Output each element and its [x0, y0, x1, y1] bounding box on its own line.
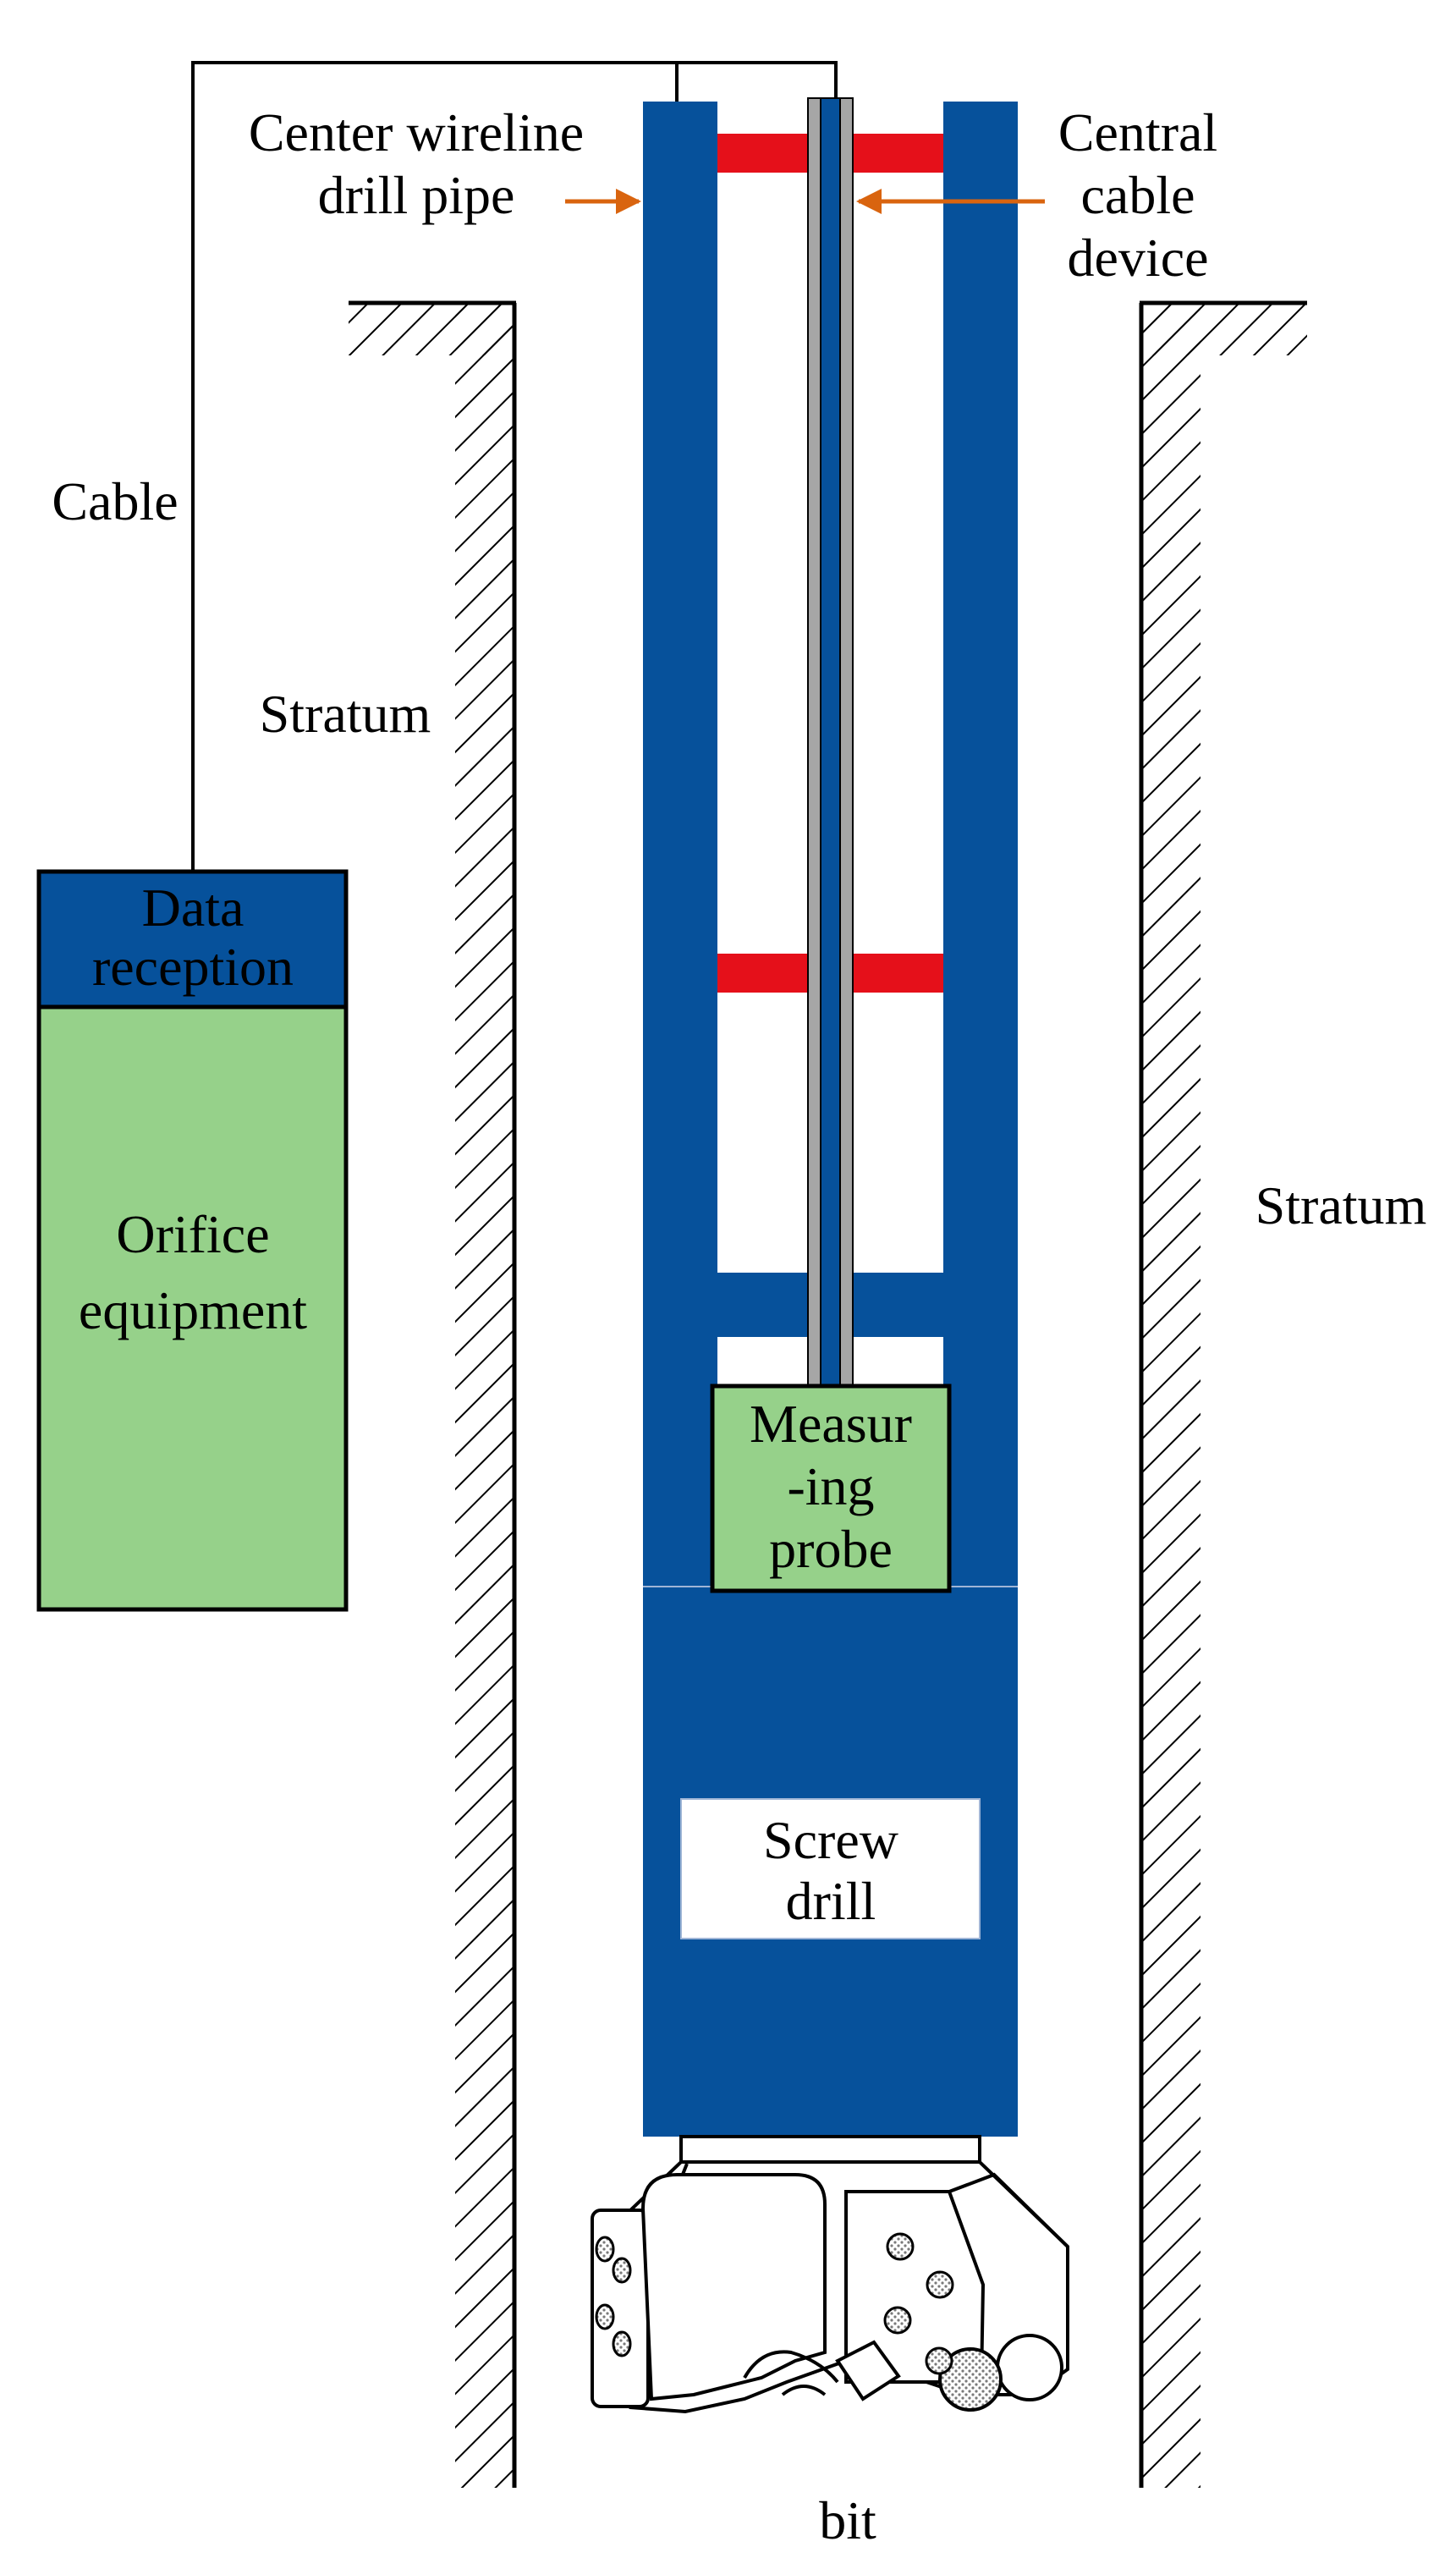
data-reception-label-line1: Data: [142, 877, 244, 938]
central-cable-label-line3: device: [1068, 228, 1209, 288]
orifice-equipment-label-line2: equipment: [79, 1280, 307, 1340]
stratum-left-label: Stratum: [260, 684, 431, 744]
central-cable-device: [807, 97, 854, 1387]
stratum-right-label: Stratum: [1255, 1175, 1427, 1235]
cable-label: Cable: [52, 471, 178, 531]
measuring-probe-label-line3: probe: [769, 1519, 893, 1579]
measuring-probe-label-line1: Measur: [750, 1394, 912, 1454]
data-reception-box: [36, 869, 349, 1009]
screw-drill-label-line1: Screw: [763, 1810, 898, 1870]
cable-line: [191, 61, 838, 872]
orifice-equipment-label-line1: Orifice: [116, 1204, 269, 1264]
data-reception-label-line2: reception: [92, 937, 294, 997]
centralizer-clamps: [717, 134, 943, 993]
bit-label: bit: [819, 2490, 876, 2550]
measuring-probe-box: [710, 1384, 952, 1593]
borehole-right-wall: [1139, 300, 1307, 2488]
borehole-left-wall: [349, 300, 517, 2488]
central-cable-label-line2: cable: [1081, 165, 1195, 225]
center-pipe-label-line1: Center wireline: [249, 102, 584, 162]
central-cable-label-line1: Central: [1058, 102, 1217, 162]
orifice-equipment-box: [36, 1004, 349, 1612]
measuring-probe-label-line2: -ing: [787, 1456, 874, 1516]
center-pipe-label-line2: drill pipe: [318, 165, 515, 225]
screw-drill-label-line2: drill: [786, 1871, 876, 1931]
drill-bit: [591, 2135, 1069, 2414]
screw-drill-box: [680, 1798, 981, 1939]
